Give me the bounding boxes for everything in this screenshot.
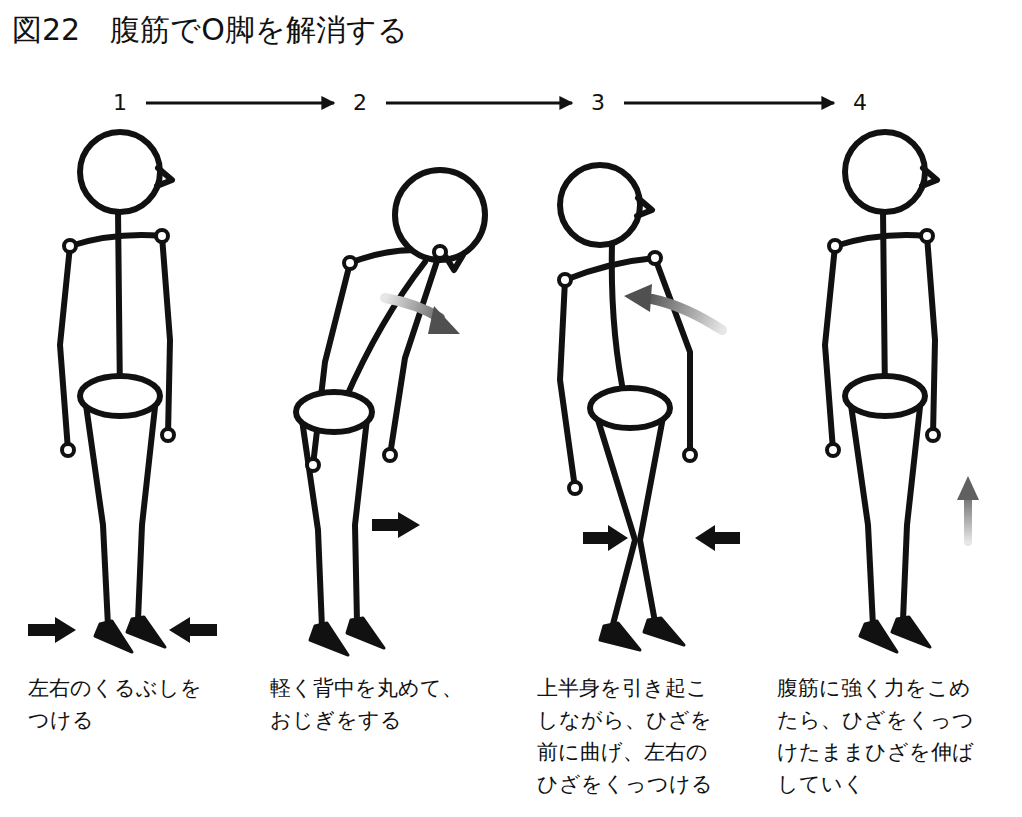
push-arrow [583, 525, 740, 551]
stick-figure [60, 132, 174, 652]
stick-figure-part [684, 449, 696, 461]
stick-figure-part [569, 482, 581, 494]
step-arrow [146, 101, 334, 104]
stick-figure-part [62, 444, 74, 456]
stick-figure-part [649, 252, 661, 264]
push-arrow-part [28, 617, 76, 643]
stick-figure-part [892, 617, 930, 647]
step-caption: 左右のくるぶしを つける [28, 672, 204, 736]
stick-figure-part [395, 170, 485, 260]
step-number-text: 3 [591, 90, 605, 115]
step-number-text: 2 [353, 90, 367, 115]
motion-arrow-part [964, 497, 972, 542]
motion-arrow-part [624, 284, 652, 312]
stick-figure-part [64, 240, 76, 252]
stick-figure-part [95, 621, 132, 652]
stick-figure-part [384, 449, 396, 461]
stick-figure-part [162, 236, 170, 435]
step-arrow [624, 101, 834, 104]
step-number: 1 [108, 88, 132, 118]
stick-figure-part [307, 459, 319, 471]
push-arrow-part [169, 617, 217, 643]
stick-figure-part [70, 235, 162, 246]
stick-figure-part [86, 405, 108, 626]
step-number: 4 [848, 88, 872, 118]
stick-figure-part [590, 388, 670, 428]
stick-figure-part [80, 376, 160, 416]
stick-figure [559, 165, 696, 650]
figure-title: 図22 腹筋でO脚を解消する [12, 12, 408, 48]
stick-figure-part [565, 258, 655, 280]
stick-figure [296, 170, 485, 655]
stick-figure-part [927, 429, 939, 441]
stick-figure-part [138, 398, 156, 620]
stick-figure-part [600, 623, 640, 650]
stick-figure-part [162, 429, 174, 441]
push-arrow-part [583, 525, 628, 551]
motion-arrow [957, 476, 979, 542]
step-caption: 軽く背中を丸めて、 おじぎをする [270, 672, 467, 736]
motion-arrow-part [957, 476, 979, 500]
stick-figure-part [80, 132, 160, 212]
stick-figure-part [390, 252, 440, 455]
stick-figure-part [922, 168, 937, 186]
stick-figure-part [127, 617, 165, 647]
stick-figure-part [156, 230, 168, 242]
stick-figure-part [60, 246, 70, 450]
motion-arrow [624, 284, 722, 330]
stick-figure-part [446, 255, 463, 270]
stick-figure-part [851, 405, 873, 626]
stick-figure-part [355, 410, 368, 622]
stick-figure-part [302, 420, 322, 628]
push-arrow [372, 512, 420, 538]
stick-figure-part [296, 392, 372, 432]
step-caption: 腹筋に強く力をこめ たら、ひざをくっつ けたままひざを伸ば していく [777, 672, 974, 800]
stick-figure-part [827, 444, 839, 456]
stick-figure-part [860, 621, 897, 652]
stick-figure-part [310, 623, 348, 655]
stick-figure-part [157, 168, 172, 186]
motion-arrow-part [428, 306, 460, 334]
stick-figure-part [921, 230, 933, 242]
stick-figure [825, 132, 939, 652]
push-arrow-part [695, 525, 740, 551]
stick-figure-part [845, 376, 925, 416]
step-number-text: 1 [113, 90, 127, 115]
stick-figure-part [598, 420, 635, 628]
stick-figure-part [640, 412, 664, 622]
stick-figure-part [347, 618, 384, 648]
motion-arrow-part [652, 299, 722, 330]
stick-figure-part [829, 240, 841, 252]
stick-figure-part [344, 257, 356, 269]
step-caption: 上半身を引き起こ しながら、ひざを 前に曲げ、左右の ひざをくっつける [537, 672, 713, 800]
stick-figure-part [845, 132, 925, 212]
step-number: 3 [586, 88, 610, 118]
stick-figure-part [559, 274, 571, 286]
stick-figure-part [835, 235, 927, 246]
stick-figure-part [434, 246, 446, 258]
stick-figure-part [560, 280, 575, 488]
step-number-text: 4 [853, 90, 867, 115]
motion-arrow [385, 298, 460, 334]
stick-figure-part [644, 618, 684, 645]
step-arrow [386, 101, 572, 104]
stick-figure-part [903, 398, 921, 620]
push-arrow [28, 617, 217, 643]
motion-arrow-part [385, 298, 440, 318]
push-arrow-part [372, 512, 420, 538]
stick-figure-part [637, 198, 652, 216]
stick-figure-part [560, 165, 640, 245]
step-number: 2 [348, 88, 372, 118]
stick-figure-part [927, 236, 935, 435]
stick-figure-part [825, 246, 835, 450]
